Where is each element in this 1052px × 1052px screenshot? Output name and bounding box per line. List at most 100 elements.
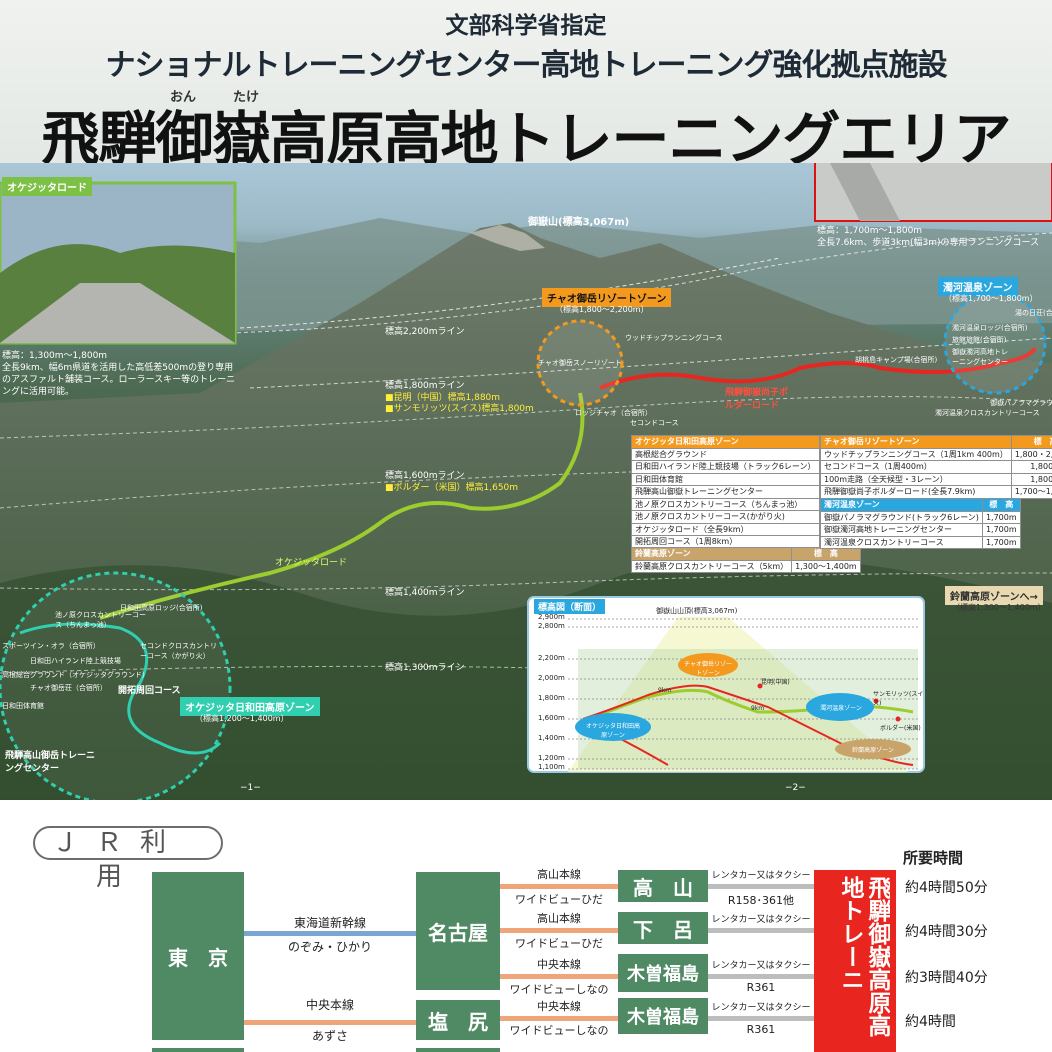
station-takayama: 高 山: [618, 870, 708, 902]
header-subtitle-ministry: 文部科学省指定: [445, 13, 607, 39]
label-r3-top: 中央本線: [537, 958, 581, 971]
page-number-left: −1−: [240, 783, 261, 793]
label-chao-wood: ウッドチップランニングコース: [625, 334, 723, 342]
photo-caption-okejitta: 標高：1,300m〜1,800m 全長9km、幅6m県道を活用した高低差500m…: [2, 351, 236, 397]
label-hiwada-lodge: 日和田高原ロッジ(合宿所): [120, 604, 203, 612]
table-header-cell: 標 高: [1010, 435, 1052, 449]
label-c4-top: レンタカー又はタクシー: [711, 1003, 811, 1013]
label-r1-top: 高山本線: [537, 868, 581, 881]
label-ikenohara: 池ノ原クロスカントリーコース（ちんまっ池）: [55, 611, 146, 629]
profile-takigoe-label: 濁河温泉ゾーン: [820, 705, 862, 712]
table-cell-facility: 御嶽濁河高地トレーニングセンター: [820, 523, 983, 537]
table-row: セコンドコース（1周400m）1,800m: [820, 460, 1052, 474]
table-cell-facility: 100m走路（全天候型・3レーン）: [820, 472, 1012, 486]
photo-tag-okejitta: オケジッタロード: [2, 177, 92, 196]
station-kisofukushima-1: 木曽福島: [618, 954, 708, 992]
table-cell-facility: 飛騨御嶽尚子ボルダーロード(全長7.9km): [820, 485, 1012, 499]
profile-boulder-label: ボルダー(米国): [880, 725, 921, 732]
label-r1-bottom: ワイドビューひだ: [515, 893, 603, 906]
page-number-right: −2−: [785, 783, 806, 793]
station-tokyo-ext: [152, 1048, 244, 1052]
label-r2-top: 高山本線: [537, 912, 581, 925]
table-row: ウッドチップランニングコース（1周1km 400m）1,800・2,200m: [820, 447, 1052, 461]
profile-suzuran-label: 鈴蘭高原ゾーン: [852, 747, 894, 754]
table-cell-facility: 高根総合グラウンド: [631, 447, 820, 461]
page-header: 文部科学省指定 ナショナルトレーニングセンター高地トレーニング強化拠点施設 おん…: [0, 0, 1052, 173]
altitude-1600-label: 標高1,600mライン: [385, 471, 465, 481]
zone-suzuran-altitude: （標高1,300〜1,400m）: [952, 603, 1046, 612]
line-tokaido: [244, 931, 416, 936]
profile-y-tick: 1,200m: [538, 754, 565, 762]
zone-tag-suzuran: 鈴蘭高原ゾーンへ→: [945, 586, 1043, 605]
travel-time-takayama: 約4時間50分: [905, 880, 988, 896]
station-tokyo: 東 京: [152, 872, 244, 1040]
label-yunohira: 湯の日荘(合宿所): [1015, 309, 1052, 317]
altitude-1800-label: 標高1,800mライン: [385, 381, 465, 391]
table-cell-facility: 鈴蘭高原クロスカントリーコース（5km）: [630, 559, 793, 573]
time-header: 所要時間: [903, 849, 964, 867]
profile-y-tick: 1,800m: [538, 694, 565, 702]
label-takigoe-center: 御嶽濁河高地トレーニングセンター: [952, 348, 1008, 366]
table-header-cell: 濁河温泉ゾーン: [820, 498, 983, 512]
table-cell-facility: 日和田体育館: [631, 472, 820, 486]
table-cell-altitude: 1,700m: [981, 523, 1021, 537]
profile-title: 標高図（断面）: [534, 599, 606, 614]
profile-y-tick: 2,900m: [538, 613, 565, 621]
travel-time-kiso-1: 約3時間40分: [905, 970, 988, 986]
table-cell-facility: 池ノ原クロスカントリーコース（ちんまっ池）: [631, 497, 820, 511]
profile-y-tick: 1,600m: [538, 714, 565, 722]
zone-chao-altitude: （標高1,800〜2,200m）: [555, 305, 649, 314]
station-gero: 下 呂: [618, 912, 708, 944]
table-header-cell: オケジッタ日和田高原ゾーン: [631, 435, 820, 449]
zone-tag-hiwada: オケジッタ日和田高原ゾーン: [180, 697, 320, 716]
table-cell-altitude: 1,300〜1,400m: [791, 559, 861, 573]
table-cell-altitude: 1,800・2,200m: [1010, 447, 1052, 461]
table-cell-facility: 池ノ原クロスカントリーコース(かがり火): [631, 510, 820, 524]
label-takigoe-ryokan: 旅館旅館(合宿所): [952, 336, 1007, 344]
label-okejitta-road: オケジッタロード: [275, 558, 348, 568]
table-cell-facility: 濁河温泉クロスカントリーコース: [820, 535, 983, 549]
line-chuo: [244, 1020, 416, 1025]
table-cell-facility: 日和田ハイランド陸上競技場（トラック6レーン）: [631, 460, 820, 474]
label-c3-bottom: R361: [746, 981, 776, 994]
table-row: 鈴蘭高原クロスカントリーコース（5km）1,300〜1,400m: [630, 559, 861, 573]
table-cell-facility: ウッドチップランニングコース（1周1km 400m）: [820, 447, 1012, 461]
label-chao-second: セコンドコース: [630, 419, 679, 427]
table-header-cell: 鈴蘭高原ゾーン: [630, 547, 793, 561]
label-takigoe-camp: 胡桃島キャンプ場(合宿所): [855, 356, 938, 364]
label-hida-center: 飛騨高山御岳トレーニングセンター: [5, 751, 96, 774]
label-takigoe-panorama: 御嶽パノラマグラウンド: [990, 399, 1052, 407]
travel-time-gero: 約4時間30分: [905, 924, 988, 940]
label-sports-inn: スポーツイン・オラ（合宿所）: [2, 642, 100, 650]
ruby-on: おん: [170, 90, 197, 105]
profile-y-tick: 1,100m: [538, 763, 565, 771]
profile-kunming-label: 昆明(中国): [761, 679, 790, 686]
altitude-1800-kunming: ■昆明（中国）標高1,880m: [385, 393, 501, 403]
profile-y-tick: 2,800m: [538, 622, 565, 630]
table-cell-altitude: 1,700m: [981, 510, 1021, 524]
label-r2-bottom: ワイドビューひだ: [515, 937, 603, 950]
label-kagari: セコンドクロスカントリーコース（かがり火）: [140, 642, 217, 660]
label-hiwada-track: 日和田ハイランド陸上競技場: [30, 657, 121, 665]
label-chuo-sub: あずさ: [311, 1029, 348, 1043]
table-suzuran-body: 鈴蘭高原クロスカントリーコース（5km）1,300〜1,400m: [630, 559, 861, 573]
jr-title-pill: [33, 826, 223, 860]
zone-hiwada-altitude: （標高1,200〜1,400m）: [195, 714, 289, 723]
altitude-1600-boulder: ■ボルダー（米国）標高1,650m: [385, 483, 519, 493]
table-cell-altitude: 1,700〜1,800m: [1010, 485, 1052, 499]
label-hida-road: 飛騨御嶽尚子ポルダーロード: [725, 388, 789, 411]
label-c1-bottom: R158･361他: [727, 894, 795, 907]
table-cell-altitude: 1,700m: [981, 535, 1021, 549]
altitude-2200-label: 標高2,200mライン: [385, 327, 465, 337]
line-r2: [500, 928, 618, 933]
line-c1: [708, 884, 814, 889]
table-header-cell: チャオ御岳リゾートゾーン: [820, 435, 1012, 449]
label-chao-ski: チャオ御岳スノーリゾート: [538, 359, 622, 367]
profile-y-tick: 2,200m: [538, 654, 565, 662]
line-c2: [708, 928, 814, 933]
station-shiojiri: 塩 尻: [416, 1000, 500, 1040]
travel-time-kiso-2: 約4時間: [905, 1014, 956, 1030]
